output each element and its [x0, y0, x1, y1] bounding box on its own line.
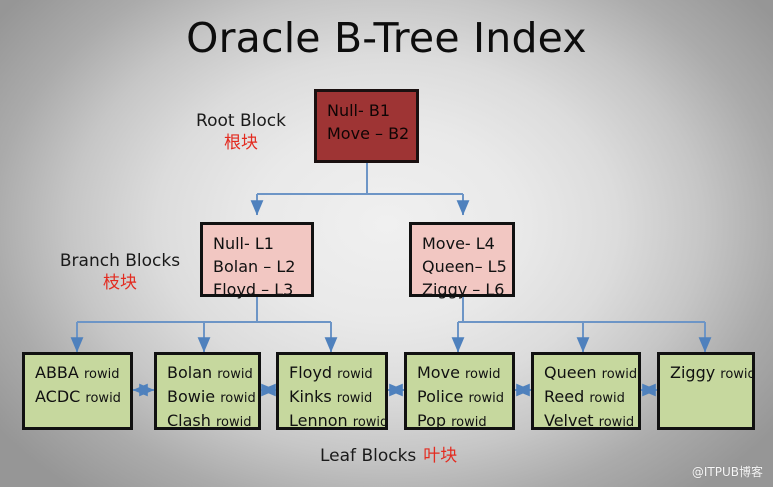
- leaf-entry-key: Reed: [544, 387, 585, 406]
- branch-block-right[interactable]: Move- L4 Queen– L5 Ziggy – L6: [409, 222, 515, 299]
- root-block-label: Root Block 根块: [176, 110, 306, 154]
- branch-entry: Null- L1: [213, 234, 274, 253]
- leaf-entry-rowid: rowid: [589, 391, 625, 406]
- leaf-entry-rowid: rowid: [85, 391, 121, 406]
- leaf-entry: Clash rowid: [167, 410, 258, 434]
- leaf-entry: Floyd rowid: [289, 362, 385, 386]
- leaf-blocks-label-en: Leaf Blocks: [320, 446, 417, 466]
- leaf-entry-rowid: rowid: [451, 415, 487, 430]
- leaf-entry-key: ABBA: [35, 363, 79, 382]
- page-title: Oracle B-Tree Index: [186, 14, 587, 62]
- leaf-entry-key: Move: [417, 363, 460, 382]
- leaf-entry-key: Queen: [544, 363, 597, 382]
- leaf-entry-rowid: rowid: [468, 391, 505, 406]
- leaf-entry-rowid: rowid: [220, 391, 256, 406]
- leaf-entry-rowid: rowid: [83, 367, 120, 382]
- root-entry: Move – B2: [327, 124, 410, 143]
- leaf-entry-key: Velvet: [544, 411, 594, 430]
- root-block[interactable]: Null- B1 Move – B2: [314, 89, 419, 163]
- leaf-block-2[interactable]: Bolan rowid Bowie rowid Clash rowid: [154, 352, 261, 430]
- leaf-entry-key: Kinks: [289, 387, 332, 406]
- leaf-entry-rowid: rowid: [601, 367, 638, 382]
- leaf-entry-rowid: rowid: [352, 415, 389, 430]
- leaf-entry: Lennon rowid: [289, 410, 388, 434]
- branch-entry: Queen– L5: [422, 257, 507, 276]
- leaf-entry-key: Police: [417, 387, 464, 406]
- leaf-entry: Kinks rowid: [289, 386, 385, 410]
- leaf-block-1[interactable]: ABBA rowid ACDC rowid: [22, 352, 133, 430]
- leaf-entry: Ziggy rowid: [670, 362, 756, 386]
- leaf-entry: ACDC rowid: [35, 386, 130, 410]
- leaf-entry: Police rowid: [417, 386, 512, 410]
- leaf-blocks-label: Leaf Blocks 叶块: [320, 441, 457, 466]
- leaf-entry-key: Clash: [167, 411, 211, 430]
- leaf-block-5[interactable]: Queen rowid Reed rowid Velvet rowid: [531, 352, 641, 430]
- leaf-entry: ABBA rowid: [35, 362, 130, 386]
- leaf-entry: Reed rowid: [544, 386, 638, 410]
- leaf-entry: Queen rowid: [544, 362, 638, 386]
- watermark: @ITPUB博客: [691, 465, 763, 479]
- leaf-entry-key: ACDC: [35, 387, 81, 406]
- leaf-blocks-label-cn: 叶块: [423, 446, 458, 466]
- branch-entry: Move- L4: [422, 234, 495, 253]
- branch-block-left[interactable]: Null- L1 Bolan – L2 Floyd – L3: [200, 222, 314, 299]
- leaf-entry-key: Lennon: [289, 411, 348, 430]
- branch-blocks-label-cn: 枝块: [103, 273, 137, 293]
- leaf-block-6[interactable]: Ziggy rowid: [657, 352, 756, 430]
- leaf-entry: Pop rowid: [417, 410, 512, 434]
- leaf-entry-key: Bowie: [167, 387, 216, 406]
- branch-entry: Floyd – L3: [213, 280, 294, 299]
- leaf-entry-rowid: rowid: [216, 415, 252, 430]
- branch-blocks-label-en: Branch Blocks: [59, 251, 181, 271]
- leaf-entry-key: Bolan: [167, 363, 213, 382]
- leaf-entry: Move rowid: [417, 362, 512, 386]
- leaf-entry-key: Pop: [417, 411, 447, 430]
- leaf-entry-key: Floyd: [289, 363, 333, 382]
- leaf-entry-rowid: rowid: [465, 367, 501, 382]
- root-block-label-en: Root Block: [196, 111, 286, 131]
- leaf-block-3[interactable]: Floyd rowid Kinks rowid Lennon rowid: [276, 352, 388, 430]
- leaf-entry-rowid: rowid: [337, 367, 373, 382]
- leaf-entry-rowid: rowid: [217, 367, 253, 382]
- leaf-entry: Bowie rowid: [167, 386, 258, 410]
- leaf-entry-rowid: rowid: [598, 415, 635, 430]
- leaf-entry-rowid: rowid: [336, 391, 373, 406]
- root-entry: Null- B1: [327, 101, 391, 120]
- leaf-block-4[interactable]: Move rowid Police rowid Pop rowid: [404, 352, 515, 430]
- leaf-entry: Bolan rowid: [167, 362, 258, 386]
- branch-entry: Bolan – L2: [213, 257, 296, 276]
- branch-entry: Ziggy – L6: [422, 280, 505, 299]
- leaf-entry-key: Ziggy: [670, 363, 716, 382]
- branch-blocks-label: Branch Blocks 枝块: [40, 250, 200, 294]
- root-block-label-cn: 根块: [224, 133, 258, 153]
- leaf-entry-rowid: rowid: [720, 367, 756, 382]
- leaf-entry: Velvet rowid: [544, 410, 638, 434]
